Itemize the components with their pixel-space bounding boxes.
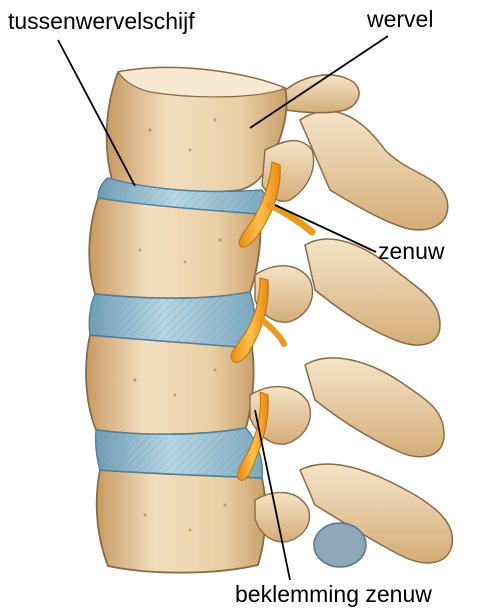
vertebra-4	[97, 470, 266, 573]
vertebra-3	[86, 335, 254, 434]
label-pinched-nerve: beklemming zenuw	[235, 583, 432, 606]
vertebra-2	[89, 198, 260, 298]
label-vertebra: wervel	[367, 8, 433, 31]
label-intervertebral-disc: tussenwervelschijf	[8, 10, 195, 33]
label-nerve: zenuw	[378, 240, 444, 263]
facet-knob	[314, 523, 366, 567]
